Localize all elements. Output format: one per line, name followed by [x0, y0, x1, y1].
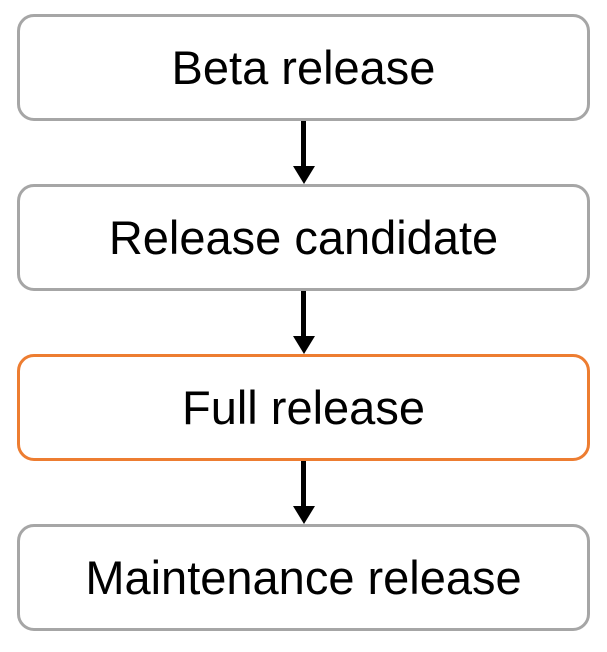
node-label: Release candidate: [108, 211, 499, 264]
node-label: Full release: [182, 381, 425, 434]
arrow-shaft: [301, 461, 306, 506]
node-beta-release: Beta release: [17, 14, 590, 121]
arrow-shaft: [301, 121, 306, 166]
arrow-head: [292, 336, 315, 354]
arrow-head: [292, 166, 315, 184]
arrow-shaft: [301, 291, 306, 336]
node-label: Maintenance release: [85, 551, 522, 604]
node-release-candidate: Release candidate: [17, 184, 590, 291]
arrow-down-icon: [0, 291, 607, 354]
node-maintenance-release: Maintenance release: [17, 524, 590, 631]
arrow-head: [292, 506, 315, 524]
arrow-down-icon: [0, 461, 607, 524]
node-full-release: Full release: [17, 354, 590, 461]
node-label: Beta release: [171, 41, 436, 94]
arrow-down-icon: [0, 121, 607, 184]
